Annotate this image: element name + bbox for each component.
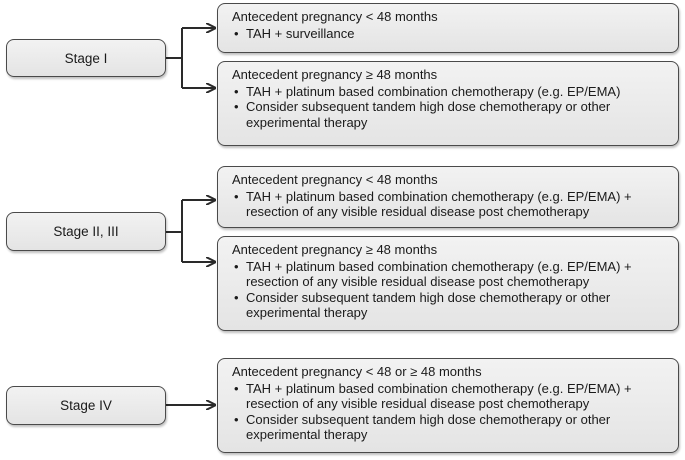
bullet-glyph: • bbox=[234, 83, 239, 99]
stage-i-box: Stage I bbox=[6, 39, 166, 77]
option-bullet: •TAH + platinum based combination chemot… bbox=[234, 380, 632, 412]
stage-label: Stage IV bbox=[60, 398, 112, 413]
connector-stage2 bbox=[166, 199, 214, 263]
stage-iv-box: Stage IV bbox=[6, 386, 166, 425]
option-bullet: •Consider subsequent tandem high dose ch… bbox=[234, 289, 611, 321]
option-heading: Antecedent pregnancy < 48 months bbox=[232, 172, 438, 187]
stage-label: Stage II, III bbox=[53, 224, 119, 239]
option-heading: Antecedent pregnancy < 48 months bbox=[232, 9, 438, 24]
option-bullet: •Consider subsequent tandem high dose ch… bbox=[234, 99, 611, 130]
bullet-glyph: • bbox=[234, 411, 239, 427]
option-box: Antecedent pregnancy ≥ 48 months •TAH + … bbox=[217, 61, 679, 146]
bullet-glyph: • bbox=[234, 258, 239, 274]
connector-stage1 bbox=[166, 27, 214, 89]
stage-ii-iii-box: Stage II, III bbox=[6, 212, 166, 251]
bullet-glyph: • bbox=[234, 289, 239, 305]
option-box: Antecedent pregnancy < 48 months •TAH + … bbox=[217, 166, 679, 228]
option-bullet: •TAH + platinum based combination chemot… bbox=[234, 188, 632, 220]
stage-label: Stage I bbox=[64, 50, 108, 66]
option-heading: Antecedent pregnancy < 48 or ≥ 48 months bbox=[232, 364, 482, 379]
bullet-glyph: • bbox=[234, 380, 239, 396]
bullet-glyph: • bbox=[234, 188, 239, 204]
option-bullet: •Consider subsequent tandem high dose ch… bbox=[234, 411, 611, 443]
option-box: Antecedent pregnancy < 48 months •TAH + … bbox=[217, 3, 679, 53]
option-bullet: •TAH + surveillance bbox=[234, 25, 355, 41]
option-bullet: •TAH + platinum based combination chemot… bbox=[234, 83, 621, 99]
bullet-glyph: • bbox=[234, 99, 239, 114]
bullet-glyph: • bbox=[234, 25, 239, 41]
option-bullet: •TAH + platinum based combination chemot… bbox=[234, 258, 632, 290]
option-heading: Antecedent pregnancy ≥ 48 months bbox=[232, 242, 438, 257]
option-box: Antecedent pregnancy ≥ 48 months •TAH + … bbox=[217, 236, 679, 331]
option-heading: Antecedent pregnancy ≥ 48 months bbox=[232, 67, 438, 82]
option-box: Antecedent pregnancy < 48 or ≥ 48 months… bbox=[217, 358, 679, 453]
